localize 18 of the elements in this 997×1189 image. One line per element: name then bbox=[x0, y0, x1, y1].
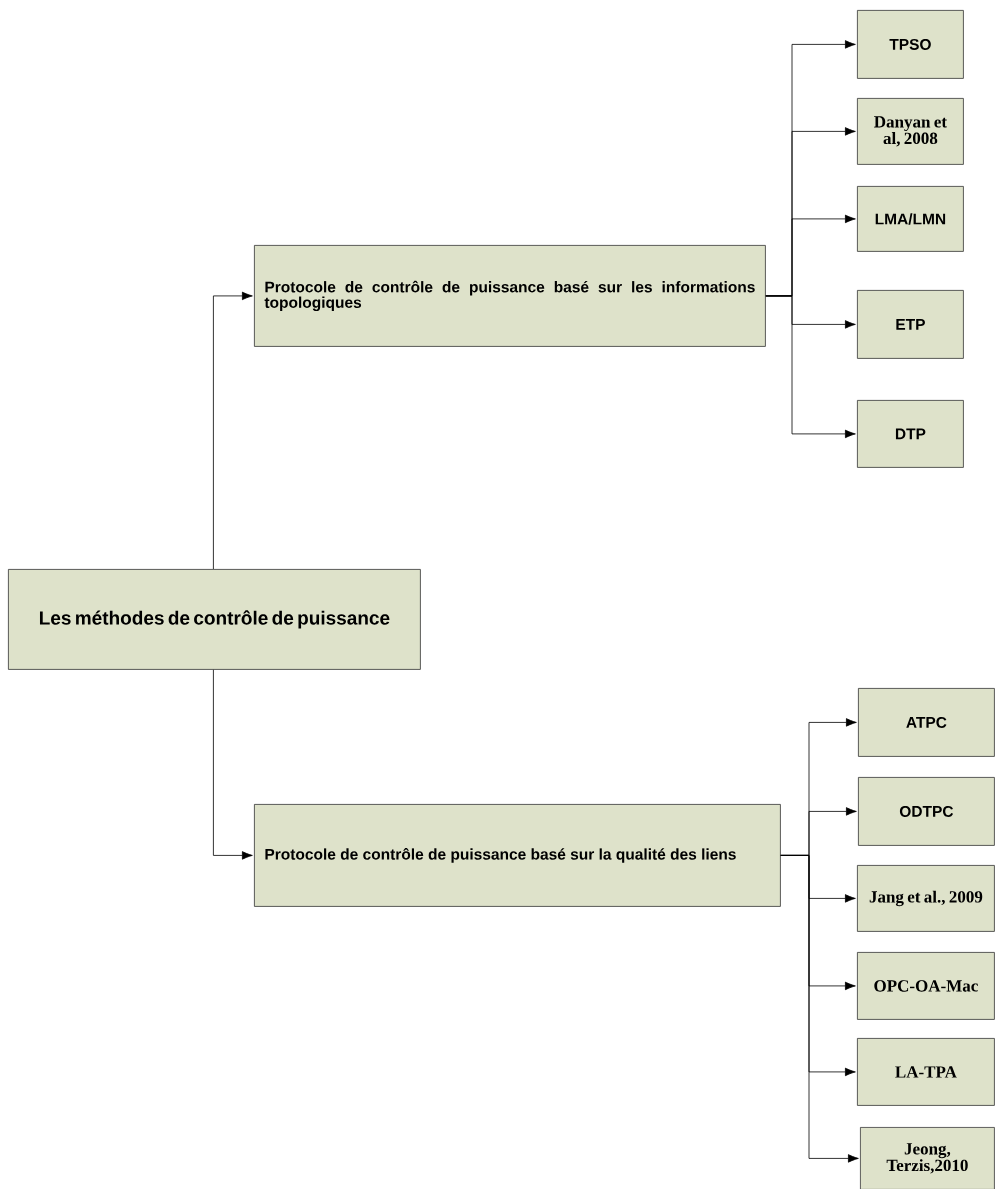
arrow bbox=[780, 855, 859, 1163]
method-box: Jeong, Terzis,2010 bbox=[860, 1127, 995, 1189]
method-box: Danyan et al, 2008 bbox=[857, 98, 964, 165]
method-box: LMA/LMN bbox=[857, 186, 964, 252]
arrow bbox=[213, 669, 253, 860]
category-box: Protocole de contrôle de puissance basé sur la qualité des liens bbox=[254, 804, 781, 907]
arrow bbox=[213, 291, 253, 570]
method-box: LA-TPA bbox=[857, 1038, 995, 1106]
method-box: TPSO bbox=[857, 10, 964, 79]
method-box: DTP bbox=[857, 400, 964, 468]
method-box: ODTPC bbox=[858, 777, 995, 846]
root-box: Les méthodes de contrôle de puissance bbox=[8, 569, 421, 670]
method-box: ETP bbox=[857, 290, 964, 359]
method-box: Jang et al., 2009 bbox=[857, 865, 995, 932]
arrow bbox=[765, 295, 856, 439]
method-box: OPC-OA-Mac bbox=[857, 952, 995, 1020]
method-box: ATPC bbox=[858, 688, 995, 757]
category-box: Protocole de contrôle de puissance basé sur les informations topologiques bbox=[254, 245, 766, 347]
